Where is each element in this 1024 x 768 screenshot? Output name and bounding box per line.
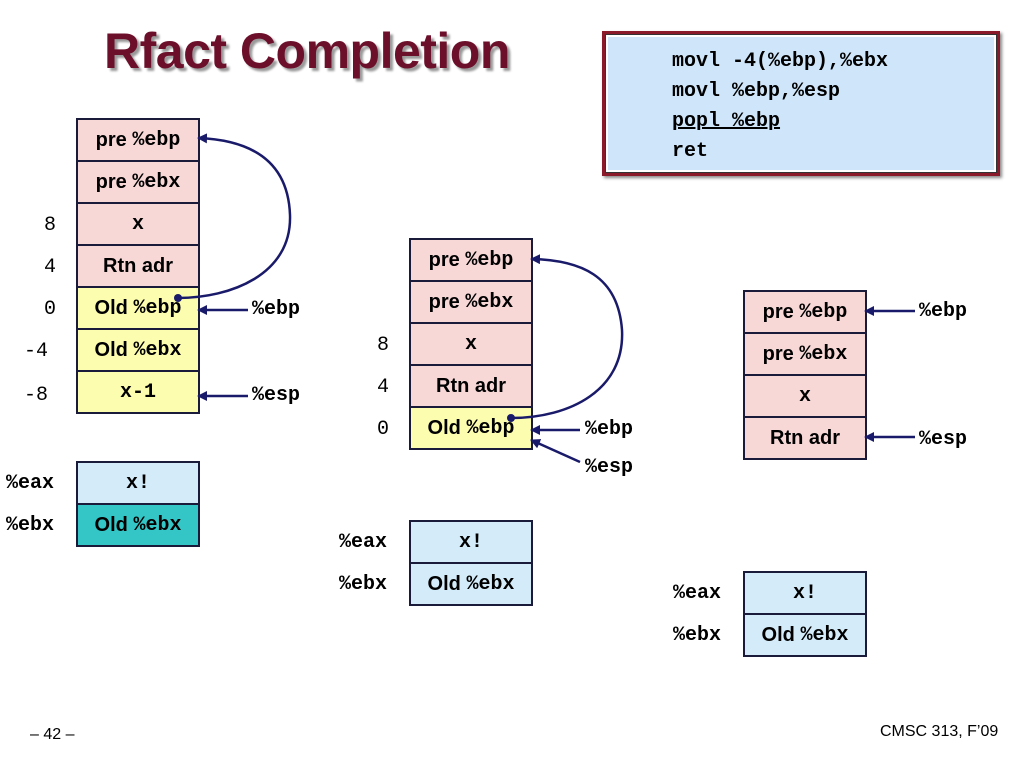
- stack-cell-pre-ebp: pre %ebp: [78, 120, 198, 162]
- stack-cell-rtn-adr: Rtn adr: [78, 246, 198, 288]
- stack-cell-pre-ebp: pre %ebp: [411, 240, 531, 282]
- link-dot: [174, 294, 182, 302]
- code-line: movl %ebp,%esp: [672, 80, 841, 103]
- register-box-2: x! Old %ebx: [409, 520, 533, 606]
- reg-eax-value: x!: [745, 573, 865, 615]
- offset-label: 8: [44, 214, 57, 237]
- stack-cell-pre-ebx: pre %ebx: [411, 282, 531, 324]
- stack-frame-3: pre %ebp pre %ebx x Rtn adr: [743, 290, 867, 460]
- saved-ebp-link-arrow: [177, 133, 292, 300]
- saved-ebp-link-arrow: [510, 254, 624, 420]
- stack-cell-pre-ebx: pre %ebx: [745, 334, 865, 376]
- stack-cell-old-ebx: Old %ebx: [78, 330, 198, 372]
- code-line-current: popl %ebp: [672, 110, 781, 133]
- reg-eax-value: x!: [411, 522, 531, 564]
- stack-cell-x-minus-1: x-1: [78, 372, 198, 414]
- offset-label: 8: [377, 334, 390, 357]
- reg-ebx-label: %ebx: [339, 573, 388, 596]
- stack-cell-rtn-adr: Rtn adr: [411, 366, 531, 408]
- course-label: CMSC 313, F’09: [880, 723, 999, 740]
- stack-cell-x: x: [411, 324, 531, 366]
- stack-cell-x: x: [745, 376, 865, 418]
- link-dot: [507, 414, 515, 422]
- reg-eax-value: x!: [78, 463, 198, 505]
- offset-label: -8: [24, 384, 49, 407]
- stack-frame-2: pre %ebp pre %ebx x Rtn adr Old %ebp: [409, 238, 533, 450]
- esp-pointer-label: %esp: [919, 428, 968, 451]
- stack-cell-pre-ebp: pre %ebp: [745, 292, 865, 334]
- esp-pointer-label: %esp: [585, 456, 634, 479]
- stack-cell-pre-ebx: pre %ebx: [78, 162, 198, 204]
- register-box-1: x! Old %ebx: [76, 461, 200, 547]
- code-box: movl -4(%ebp),%ebx movl %ebp,%esp popl %…: [602, 31, 1000, 176]
- reg-ebx-label: %ebx: [6, 514, 55, 537]
- reg-ebx-value: Old %ebx: [745, 615, 865, 657]
- stack-cell-old-ebp: Old %ebp: [78, 288, 198, 330]
- page-number: – 42 –: [30, 726, 75, 743]
- reg-ebx-value: Old %ebx: [78, 505, 198, 547]
- stack-cell-x: x: [78, 204, 198, 246]
- esp-pointer-label: %esp: [252, 384, 301, 407]
- arrow-group: [177, 133, 915, 464]
- register-box-3: x! Old %ebx: [743, 571, 867, 657]
- offset-label: 0: [377, 418, 390, 441]
- slide-title: Rfact Completion: [104, 23, 510, 79]
- ebp-pointer-label: %ebp: [919, 300, 968, 323]
- ebp-pointer-label: %ebp: [252, 298, 301, 321]
- reg-eax-label: %eax: [6, 472, 55, 495]
- offset-label: 4: [377, 376, 390, 399]
- reg-ebx-label: %ebx: [673, 624, 722, 647]
- code-line: movl -4(%ebp),%ebx: [672, 50, 889, 73]
- offset-label: 0: [44, 298, 57, 321]
- offset-label: 4: [44, 256, 57, 279]
- stack-cell-rtn-adr: Rtn adr: [745, 418, 865, 460]
- esp-pointer-arrow: [530, 438, 581, 464]
- stack-frame-1: pre %ebp pre %ebx x Rtn adr Old %ebp Old…: [76, 118, 200, 414]
- reg-ebx-value: Old %ebx: [411, 564, 531, 606]
- offset-label: -4: [24, 340, 49, 363]
- reg-eax-label: %eax: [339, 531, 388, 554]
- reg-eax-label: %eax: [673, 582, 722, 605]
- ebp-pointer-label: %ebp: [585, 418, 634, 441]
- code-line: ret: [672, 140, 709, 163]
